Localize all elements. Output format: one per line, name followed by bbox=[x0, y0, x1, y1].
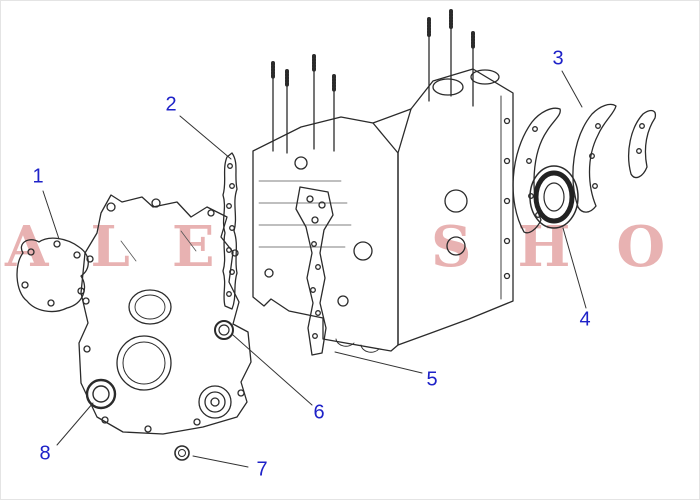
callout-6: 6 bbox=[313, 401, 325, 424]
small-ring bbox=[174, 445, 190, 461]
rear-crank-seal bbox=[529, 165, 579, 229]
callout-1: 1 bbox=[32, 165, 44, 188]
callout-3: 3 bbox=[552, 47, 564, 70]
callout-2: 2 bbox=[165, 93, 177, 116]
gasket-water-pump bbox=[16, 237, 89, 313]
engine-block bbox=[252, 9, 514, 353]
callout-5: 5 bbox=[426, 368, 438, 391]
callout-7: 7 bbox=[256, 458, 268, 481]
gasket-strip-left bbox=[222, 152, 238, 310]
gasket-strip-center bbox=[295, 186, 334, 356]
leader-lines bbox=[42, 70, 587, 468]
front-crank-seal bbox=[85, 378, 117, 410]
callout-4: 4 bbox=[579, 308, 591, 331]
rear-housing-gaskets bbox=[512, 103, 657, 234]
callout-8: 8 bbox=[39, 442, 51, 465]
timing-cover bbox=[78, 194, 252, 435]
small-seal bbox=[214, 320, 234, 340]
